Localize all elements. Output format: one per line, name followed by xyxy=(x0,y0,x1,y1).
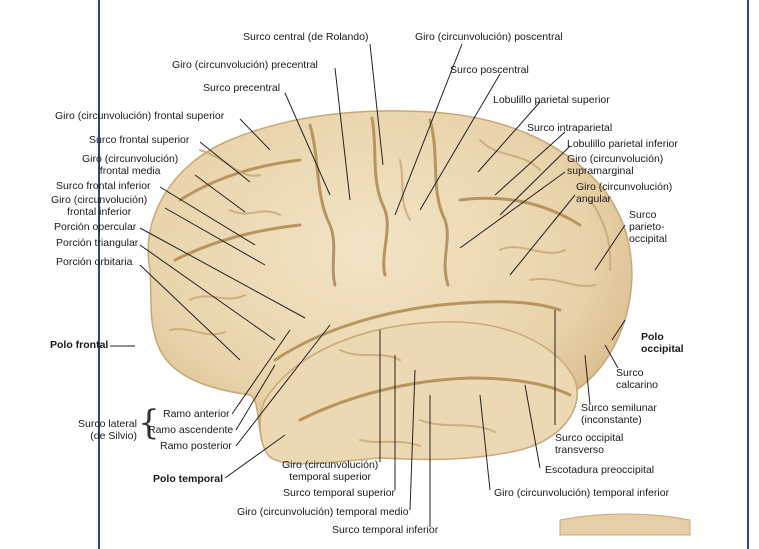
label-surco-poscentral: Surco poscentral xyxy=(450,64,529,76)
label-surco-lateral: Surco lateral (de Silvio) xyxy=(78,418,137,442)
inferior-frontal-sulcus-line xyxy=(173,223,302,262)
label-polo-occipital-line2: occipital xyxy=(641,343,684,355)
label-giro-angular: Giro (circunvolución) angular xyxy=(576,181,672,205)
label-surco-precentral: Surco precentral xyxy=(203,82,281,94)
cerebellum-hint xyxy=(559,513,691,536)
label-surco-lateral-line1: Surco lateral xyxy=(78,418,137,430)
label-giro-frontal-inferior-line2: frontal inferior xyxy=(67,206,132,218)
temporal-lobe xyxy=(259,321,578,465)
label-surco-occipital-transverso: Surco occipital transverso xyxy=(555,432,623,456)
label-surco-lateral-line2: (de Silvio) xyxy=(90,430,137,442)
label-giro-supramarginal-line1: Giro (circunvolución) xyxy=(567,153,664,165)
label-polo-occipital: Polo occipital xyxy=(641,331,684,355)
label-giro-angular-line2: angular xyxy=(576,193,612,205)
label-porcion-triangular: Porción triangular xyxy=(56,237,139,249)
label-surco-parieto-occipital-line2: parieto- xyxy=(629,221,665,233)
label-giro-temporal-inferior: Giro (circunvolución) temporal inferior xyxy=(494,487,670,499)
label-ramo-anterior: Ramo anterior xyxy=(163,408,230,420)
label-surco-calcarino-line2: calcarino xyxy=(616,379,659,391)
label-surco-central: Surco central (de Rolando) xyxy=(243,31,369,43)
label-surco-occipital-transverso-line2: transverso xyxy=(555,444,605,456)
label-surco-occipital-transverso-line1: Surco occipital xyxy=(555,432,624,444)
label-ramo-ascendente: Ramo ascendente xyxy=(148,424,234,436)
superior-temporal-sulcus-line xyxy=(298,376,572,422)
label-surco-temporal-superior: Surco temporal superior xyxy=(283,487,396,499)
label-ramo-posterior: Ramo posterior xyxy=(160,440,232,452)
label-giro-supramarginal-line2: supramarginal xyxy=(567,165,634,177)
label-giro-supramarginal: Giro (circunvolución) supramarginal xyxy=(567,153,663,177)
label-giro-temporal-superior: Giro (circunvolución) temporal superior xyxy=(282,459,378,483)
label-giro-frontal-inferior: Giro (circunvolución) frontal inferior xyxy=(51,194,147,218)
label-surco-frontal-superior: Surco frontal superior xyxy=(89,134,190,146)
label-giro-precentral: Giro (circunvolución) precentral xyxy=(172,59,318,71)
label-surco-parieto-occipital: Surco parieto- occipital xyxy=(629,209,667,245)
label-porcion-orbitaria: Porción orbitaria xyxy=(56,256,133,268)
label-surco-semilunar-line1: Surco semilunar xyxy=(581,402,657,414)
postcentral-sulcus-line xyxy=(428,118,450,287)
label-surco-parieto-occipital-line1: Surco xyxy=(629,209,657,221)
label-giro-temporal-superior-line2: temporal superior xyxy=(289,471,371,483)
intraparietal-sulcus-line xyxy=(458,196,582,227)
label-lobulillo-parietal-superior: Lobulillo parietal superior xyxy=(493,94,610,106)
label-surco-temporal-inferior: Surco temporal inferior xyxy=(332,524,439,536)
label-surco-parieto-occipital-line3: occipital xyxy=(629,233,667,245)
label-surco-intraparietal: Surco intraparietal xyxy=(527,122,613,134)
label-giro-temporal-medio: Giro (circunvolución) temporal medio xyxy=(237,506,409,518)
label-surco-calcarino: Surco calcarino xyxy=(616,367,658,391)
lateral-sulcus-line xyxy=(273,300,562,362)
label-giro-angular-line1: Giro (circunvolución) xyxy=(576,181,673,193)
label-lobulillo-parietal-inferior: Lobulillo parietal inferior xyxy=(567,138,678,150)
label-giro-frontal-media-line1: Giro (circunvolución) xyxy=(82,153,179,165)
label-giro-frontal-media-line2: frontal media xyxy=(99,165,161,177)
frame-line-right xyxy=(747,0,749,549)
label-giro-temporal-superior-line1: Giro (circunvolución) xyxy=(282,459,379,471)
label-giro-frontal-superior: Giro (circunvolución) frontal superior xyxy=(55,110,225,122)
label-surco-frontal-inferior: Surco frontal inferior xyxy=(56,180,151,192)
label-surco-semilunar: Surco semilunar (inconstante) xyxy=(581,402,657,426)
precentral-sulcus-line xyxy=(308,123,337,287)
label-porcion-opercular: Porción opercular xyxy=(54,221,137,233)
label-giro-frontal-media: Giro (circunvolución) frontal media xyxy=(82,153,178,177)
frame-line-left xyxy=(98,0,100,549)
label-giro-frontal-inferior-line1: Giro (circunvolución) xyxy=(51,194,148,206)
label-surco-calcarino-line1: Surco xyxy=(616,367,644,379)
label-polo-frontal: Polo frontal xyxy=(50,339,109,351)
label-surco-semilunar-line2: (inconstante) xyxy=(581,414,642,426)
central-sulcus-line xyxy=(370,116,389,277)
label-polo-occipital-line1: Polo xyxy=(641,331,664,343)
label-escotadura-preoccipital: Escotadura preoccipital xyxy=(545,464,655,476)
label-giro-poscentral: Giro (circunvolución) poscentral xyxy=(415,31,563,43)
label-polo-temporal: Polo temporal xyxy=(153,473,224,485)
lateral-sulcus-brace: { xyxy=(138,403,160,443)
